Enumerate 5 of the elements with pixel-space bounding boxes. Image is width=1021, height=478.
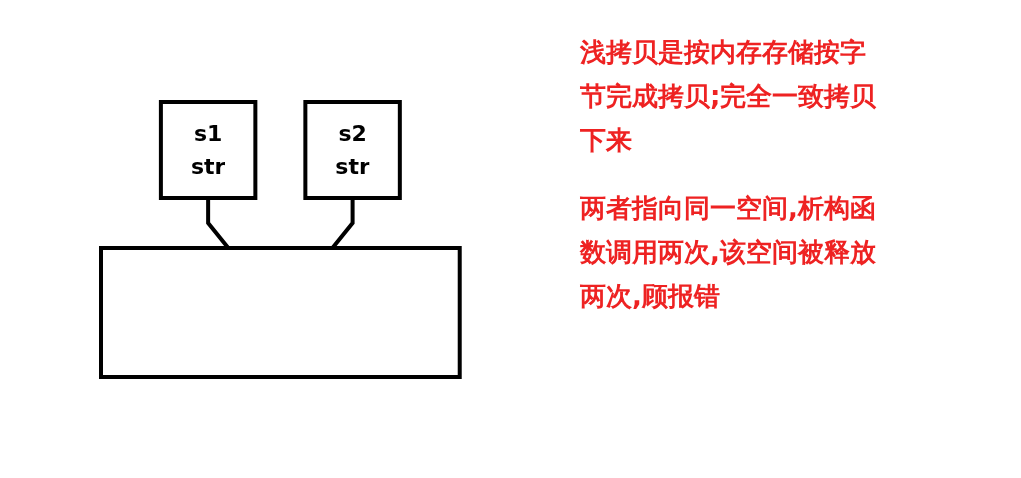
node-box [98, 245, 462, 379]
note-text: 浅拷贝是按内存存储按字节完成拷贝;完全一致拷贝下来 [580, 36, 878, 157]
node-box: s2 str [303, 99, 402, 200]
note-text: 两者指向同一空间,析构函数调用两次,该空间被释放两次,顾报错 [580, 192, 877, 313]
node-box: s1 str [158, 99, 257, 200]
